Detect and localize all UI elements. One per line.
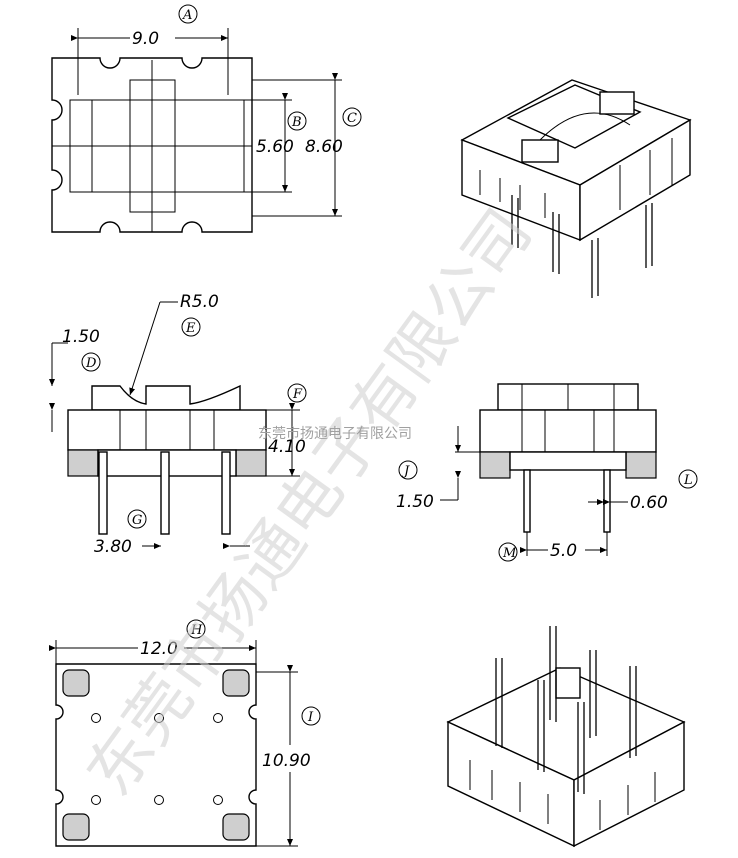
label-m: M [502, 546, 517, 561]
front-view: 1.50 D R5.0 E 4.10 F 3.80 G [49, 292, 307, 557]
label-l: L [683, 473, 693, 488]
side-view: 1.50 J 0.60 L 5.0 M [396, 383, 698, 562]
isometric-bottom-view [446, 626, 686, 848]
dim-m-value: 5.0 [550, 541, 577, 561]
label-i: I [307, 710, 314, 725]
isometric-top-view [460, 79, 692, 298]
label-e: E [185, 321, 196, 336]
dim-j-value: 1.50 [396, 492, 434, 512]
dim-e-value: R5.0 [180, 292, 219, 312]
dim-f-value: 4.10 [268, 437, 306, 457]
label-c: C [347, 111, 357, 126]
label-b: B [291, 115, 302, 130]
dim-b-value: 5.60 [256, 137, 294, 157]
bottom-view: 12.0 H 10.90 I [49, 619, 321, 847]
label-g: G [132, 513, 142, 528]
label-a: A [182, 8, 192, 23]
dim-i-value: 10.90 [262, 751, 311, 771]
dim-g-value: 3.80 [94, 537, 132, 557]
dim-d-value: 1.50 [62, 327, 100, 347]
dim-a-value: 9.0 [132, 29, 159, 49]
dim-c-value: 8.60 [305, 137, 343, 157]
dim-l-value: 0.60 [630, 493, 668, 513]
watermark-small-text: 东莞市扬通电子有限公司 [258, 425, 412, 442]
top-view: 9.0 A 5.60 B 8.60 C [51, 4, 362, 233]
label-f: F [292, 387, 303, 402]
label-j: J [401, 464, 410, 479]
label-d: D [85, 356, 97, 371]
label-h: H [190, 623, 203, 638]
dim-h-value: 12.0 [140, 639, 178, 659]
